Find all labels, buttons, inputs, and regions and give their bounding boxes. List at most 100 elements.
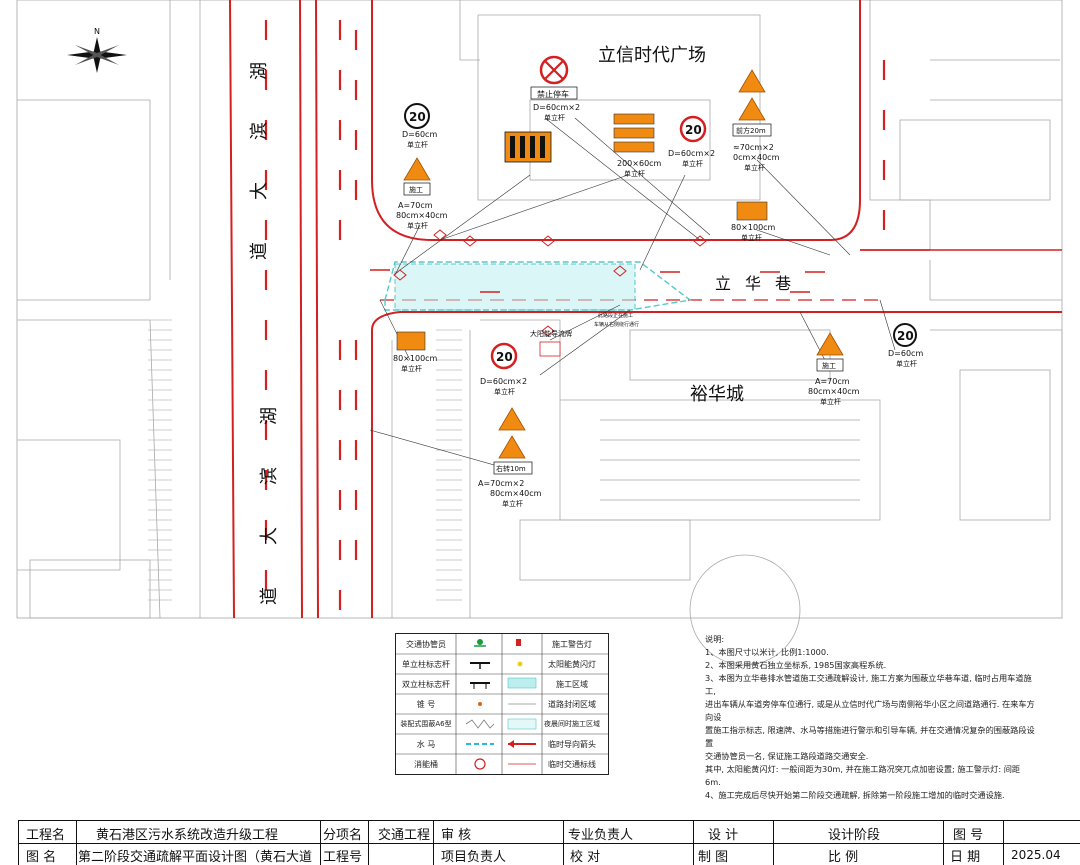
pole-1: 单立杆 [407,221,428,230]
road-char-3b: 大 [259,527,280,545]
speed-limit-size-4: D=60cm [888,349,923,358]
speed-limit-value-1: 20 [409,110,426,124]
legend-grid [396,634,608,774]
design-notes: 说明: 1、本图尺寸以米计, 比例1:1000. 2、本图采用黄石独立坐标系, … [705,633,1035,802]
no-parking-sign [530,55,578,100]
road-char-2: 滨 [249,122,270,140]
notes-line: 其中, 太阳能黄闪灯: 一般间距为30m, 并在施工路况突兀点加密设置; 施工警… [705,764,1021,774]
date-label: 日 期 [950,850,981,865]
tri-size-4: A=70cm [815,377,850,386]
closure-note-2: 车辆从右侧绕行通行 [594,321,639,328]
board-stack-size: 200×60cm [617,159,662,168]
speed-limit-pole-2: 单立杆 [682,159,703,168]
legend-item-label: 临时交通标线 [548,759,596,769]
building-north-label: 立信时代广场 [598,45,706,66]
speed-limit-size-3: D=60cm×2 [480,377,527,386]
speed-limit-pole-3: 单立杆 [494,387,515,396]
notes-line: 置施工指示标志, 限速牌、水马等措施进行警示和引导车辆, 并在交通情况复杂的围蔽… [705,725,1035,748]
stage-label: 设计阶段 [828,828,881,843]
notes-line: 交通协管员一名, 保证施工路段道路交通安全. [705,751,869,761]
road-char-1: 湖 [249,62,270,80]
design-label: 设 计 [708,828,739,843]
closure-note-1: 此路段正在施工 [598,312,633,319]
speed-limit-sign-1 [404,103,430,129]
legend-box: 交通协管员 施工警告灯 单立柱标志杆 太阳能黄闪灯 双立柱标志杆 施工区域 锥 … [395,633,609,775]
detour-board [539,341,561,357]
sub-label: 分项名 [323,828,363,843]
information-board-stack [613,113,655,153]
review-label: 审 核 [441,828,472,843]
legend-item-label: 施工区域 [556,679,588,689]
hatched-strips [148,319,462,601]
legend-item-label: 施工警告灯 [552,639,592,649]
detour-label: 大阳能导流牌 [530,329,572,338]
legend-item-label: 交通协管员 [406,639,446,649]
ahead-label: 前方20m [736,126,766,135]
construction-warning-sign-2 [732,69,772,137]
road-char-4b: 道 [259,587,280,605]
legend-item-label: 消能桶 [414,759,438,769]
speed-limit-value-2: 20 [685,123,702,137]
legend-item-label: 锥 号 [416,699,436,709]
pole-2: 单立杆 [744,163,765,172]
arrow-board-2-size: 80×100cm [393,354,438,363]
rect-size-1: 80cm×40cm [396,211,448,220]
legend-item-label: 水 马 [416,739,436,749]
notes-line: 1、本图尺寸以米计, 比例1:1000. [705,647,829,657]
construction-warning-sign-3 [493,407,533,475]
project-label: 工程名 [26,828,66,843]
speed-limit-value-3: 20 [496,350,513,364]
construction-zone [394,263,636,311]
sub-name: 交通工程 [378,828,431,843]
tri-size-3: A=70cm×2 [478,479,524,488]
title-block: 工程名 黄石港区污水系统改造升级工程 分项名 交通工程 审 核 专业负责人 设 … [18,820,1080,865]
lane-char-1: 立 [715,274,731,293]
speed-limit-pole-1: 单立杆 [407,140,428,149]
figure-label: 图 名 [26,850,57,865]
notes-title: 说明: [705,634,725,644]
temporary-arrows [370,269,825,293]
building-south-label: 裕华城 [690,384,744,405]
lane-char-2: 华 [745,274,761,293]
arrow-board-1 [736,201,768,221]
rect-size-2: 0cm×40cm [733,153,780,162]
legend-item-label: 道路封闭区域 [548,699,596,709]
right-turn-label: 右转10m [496,464,526,473]
no-parking-label: 禁止停车 [537,89,569,99]
arrow-board-1-pole: 单立杆 [741,233,762,242]
tri-size-2: ≈70cm×2 [733,143,774,152]
notes-line: 4、施工完成后尽快开始第二阶段交通疏解, 拆除第一阶段施工增加的临时交通设施. [705,790,1005,800]
rect-size-4: 80cm×40cm [808,387,860,396]
speed-limit-value-4: 20 [897,329,914,343]
rect-size-3: 80cm×40cm [490,489,542,498]
road-char-3: 大 [249,182,270,200]
construction-label-1: 施工 [409,185,423,194]
legend-symbols [465,639,537,770]
construction-label-4: 施工 [822,361,836,370]
speed-limit-pole-4: 单立杆 [896,359,917,368]
chief-label: 专业负责人 [568,828,634,843]
legend-item-label: 单立柱标志杆 [402,659,450,669]
notes-line: 2、本图采用黄石独立坐标系, 1985国家高程系统. [705,660,887,670]
speed-limit-size-1: D=60cm [402,130,437,139]
legend-item-label: 夜晨间时施工区域 [544,720,600,728]
draw-label: 制 图 [698,850,729,865]
speed-limit-sign-4 [893,323,917,347]
speed-limit-size-2: D=60cm×2 [668,149,715,158]
arrow-board-2-pole: 单立杆 [401,364,422,373]
notes-line: 3、本图为立华巷排水管道施工交通疏解设计, 施工方案为围蔽立华巷车道, 临时占用… [705,673,1032,696]
figure-name: 第二阶段交通疏解平面设计图（黄石大道 [78,850,313,865]
north-label: N [94,27,100,36]
no-parking-size: D=60cm×2 [533,103,580,112]
arrow-board-1-size: 80×100cm [731,223,776,232]
board-stack-pole: 单立杆 [624,169,645,178]
speed-limit-sign-3 [490,342,518,370]
no-parking-pole: 单立杆 [544,113,565,122]
north-arrow [67,37,127,73]
drawing-no-label: 图 号 [953,828,984,843]
road-char-4: 道 [249,242,270,260]
legend-item-label: 装配式围蔽A6型 [400,720,452,728]
date-value: 2025.04 [1011,848,1061,862]
check-label: 校 对 [570,850,601,865]
